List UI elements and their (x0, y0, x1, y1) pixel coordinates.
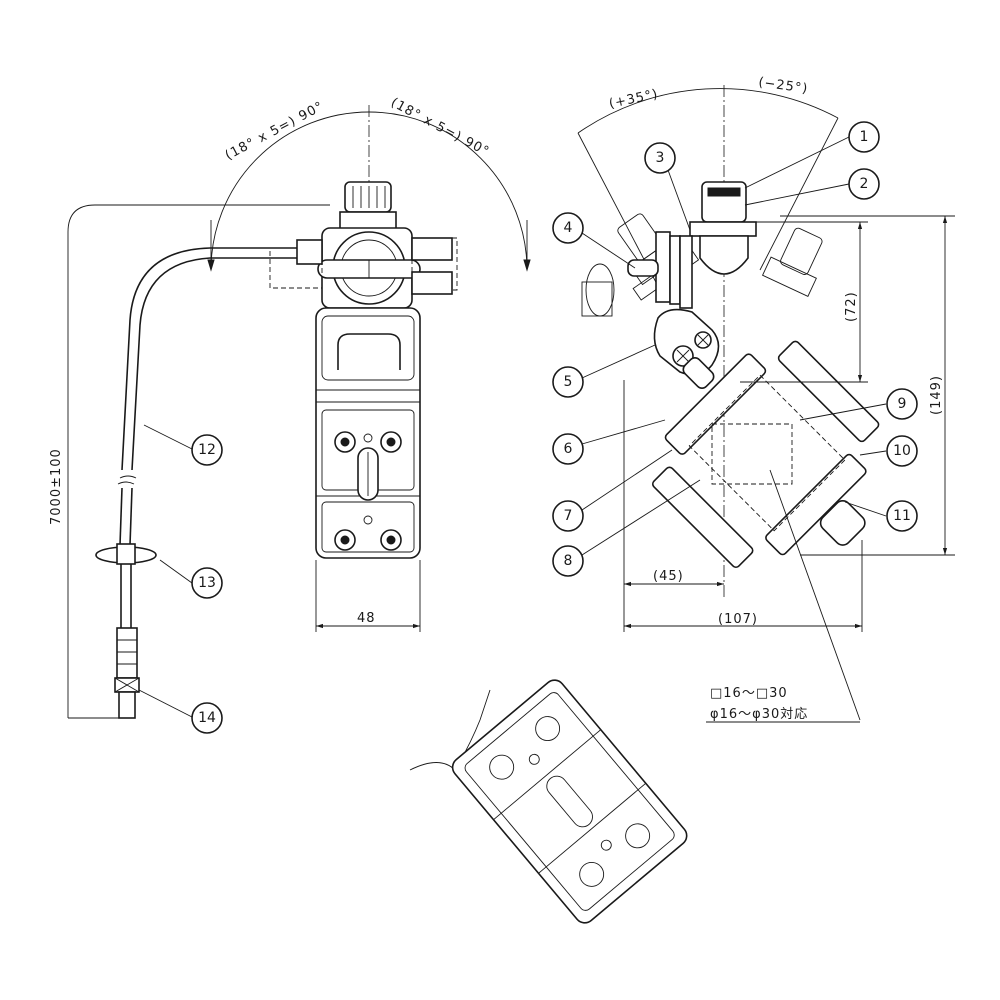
side-angle-left-label: (+35°) (608, 87, 660, 112)
svg-text:3: 3 (656, 150, 665, 166)
note-leader (769, 469, 861, 721)
pipe-clamp-bracket (651, 340, 880, 569)
cable-connector (114, 627, 140, 719)
svg-text:1: 1 (860, 129, 869, 145)
balloon-13: 13 (191, 567, 223, 599)
svg-text:11: 11 (893, 508, 911, 524)
fitting-ghost-left (581, 263, 615, 317)
balloon-1: 1 (848, 121, 880, 153)
balloon-4: 4 (552, 212, 584, 244)
sensor-head-front (269, 181, 458, 309)
note-line2: φ16～φ30対応 (710, 707, 808, 722)
balloon-2: 2 (848, 168, 880, 200)
balloon-leaders (138, 136, 887, 718)
svg-text:10: 10 (893, 443, 911, 459)
balloon-5: 5 (552, 366, 584, 398)
balloon-9: 9 (886, 388, 918, 420)
front-width-dimension (315, 560, 421, 632)
balloon-3: 3 (644, 142, 676, 174)
sensor-cable (117, 247, 325, 546)
side-height-total-label: (149) (929, 375, 944, 415)
grommet (95, 543, 157, 628)
front-width-label: 48 (357, 611, 376, 626)
svg-text:14: 14 (198, 710, 216, 726)
front-angle-right-label: (18° x 5=) 90° (388, 95, 492, 160)
cable-length-dimension (67, 204, 330, 719)
svg-text:6: 6 (564, 441, 573, 457)
svg-text:9: 9 (898, 396, 907, 412)
svg-text:13: 13 (198, 575, 216, 591)
svg-text:8: 8 (564, 553, 573, 569)
balloon-12: 12 (191, 434, 223, 466)
balloon-8: 8 (552, 545, 584, 577)
bracket-body-front (315, 307, 421, 559)
balloon-10: 10 (886, 435, 918, 467)
note-line1: □16～□30 (710, 686, 788, 701)
svg-text:5: 5 (564, 374, 573, 390)
side-width-inner-label: (45) (653, 569, 684, 584)
svg-text:12: 12 (198, 442, 216, 458)
balloon-7: 7 (552, 500, 584, 532)
svg-text:4: 4 (564, 220, 573, 236)
side-angle-right-label: (−25°) (757, 75, 809, 97)
side-width-total-label: (107) (718, 612, 758, 627)
balloon-6: 6 (552, 433, 584, 465)
tilted-head-ghost-right (761, 227, 823, 297)
cable-length-label: 7000±100 (49, 448, 64, 525)
sensor-head-side (627, 181, 757, 376)
balloon-11: 11 (886, 500, 918, 532)
isometric-view (409, 679, 688, 924)
side-height-upper-label: (72) (844, 291, 859, 322)
front-view: (18° x 5=) 90° (18° x 5=) 90° (49, 95, 531, 719)
svg-text:7: 7 (564, 508, 573, 524)
front-angle-left-label: (18° x 5=) 90° (223, 99, 327, 164)
balloon-14: 14 (191, 702, 223, 734)
svg-text:2: 2 (860, 176, 869, 192)
side-dimensions (623, 215, 955, 632)
